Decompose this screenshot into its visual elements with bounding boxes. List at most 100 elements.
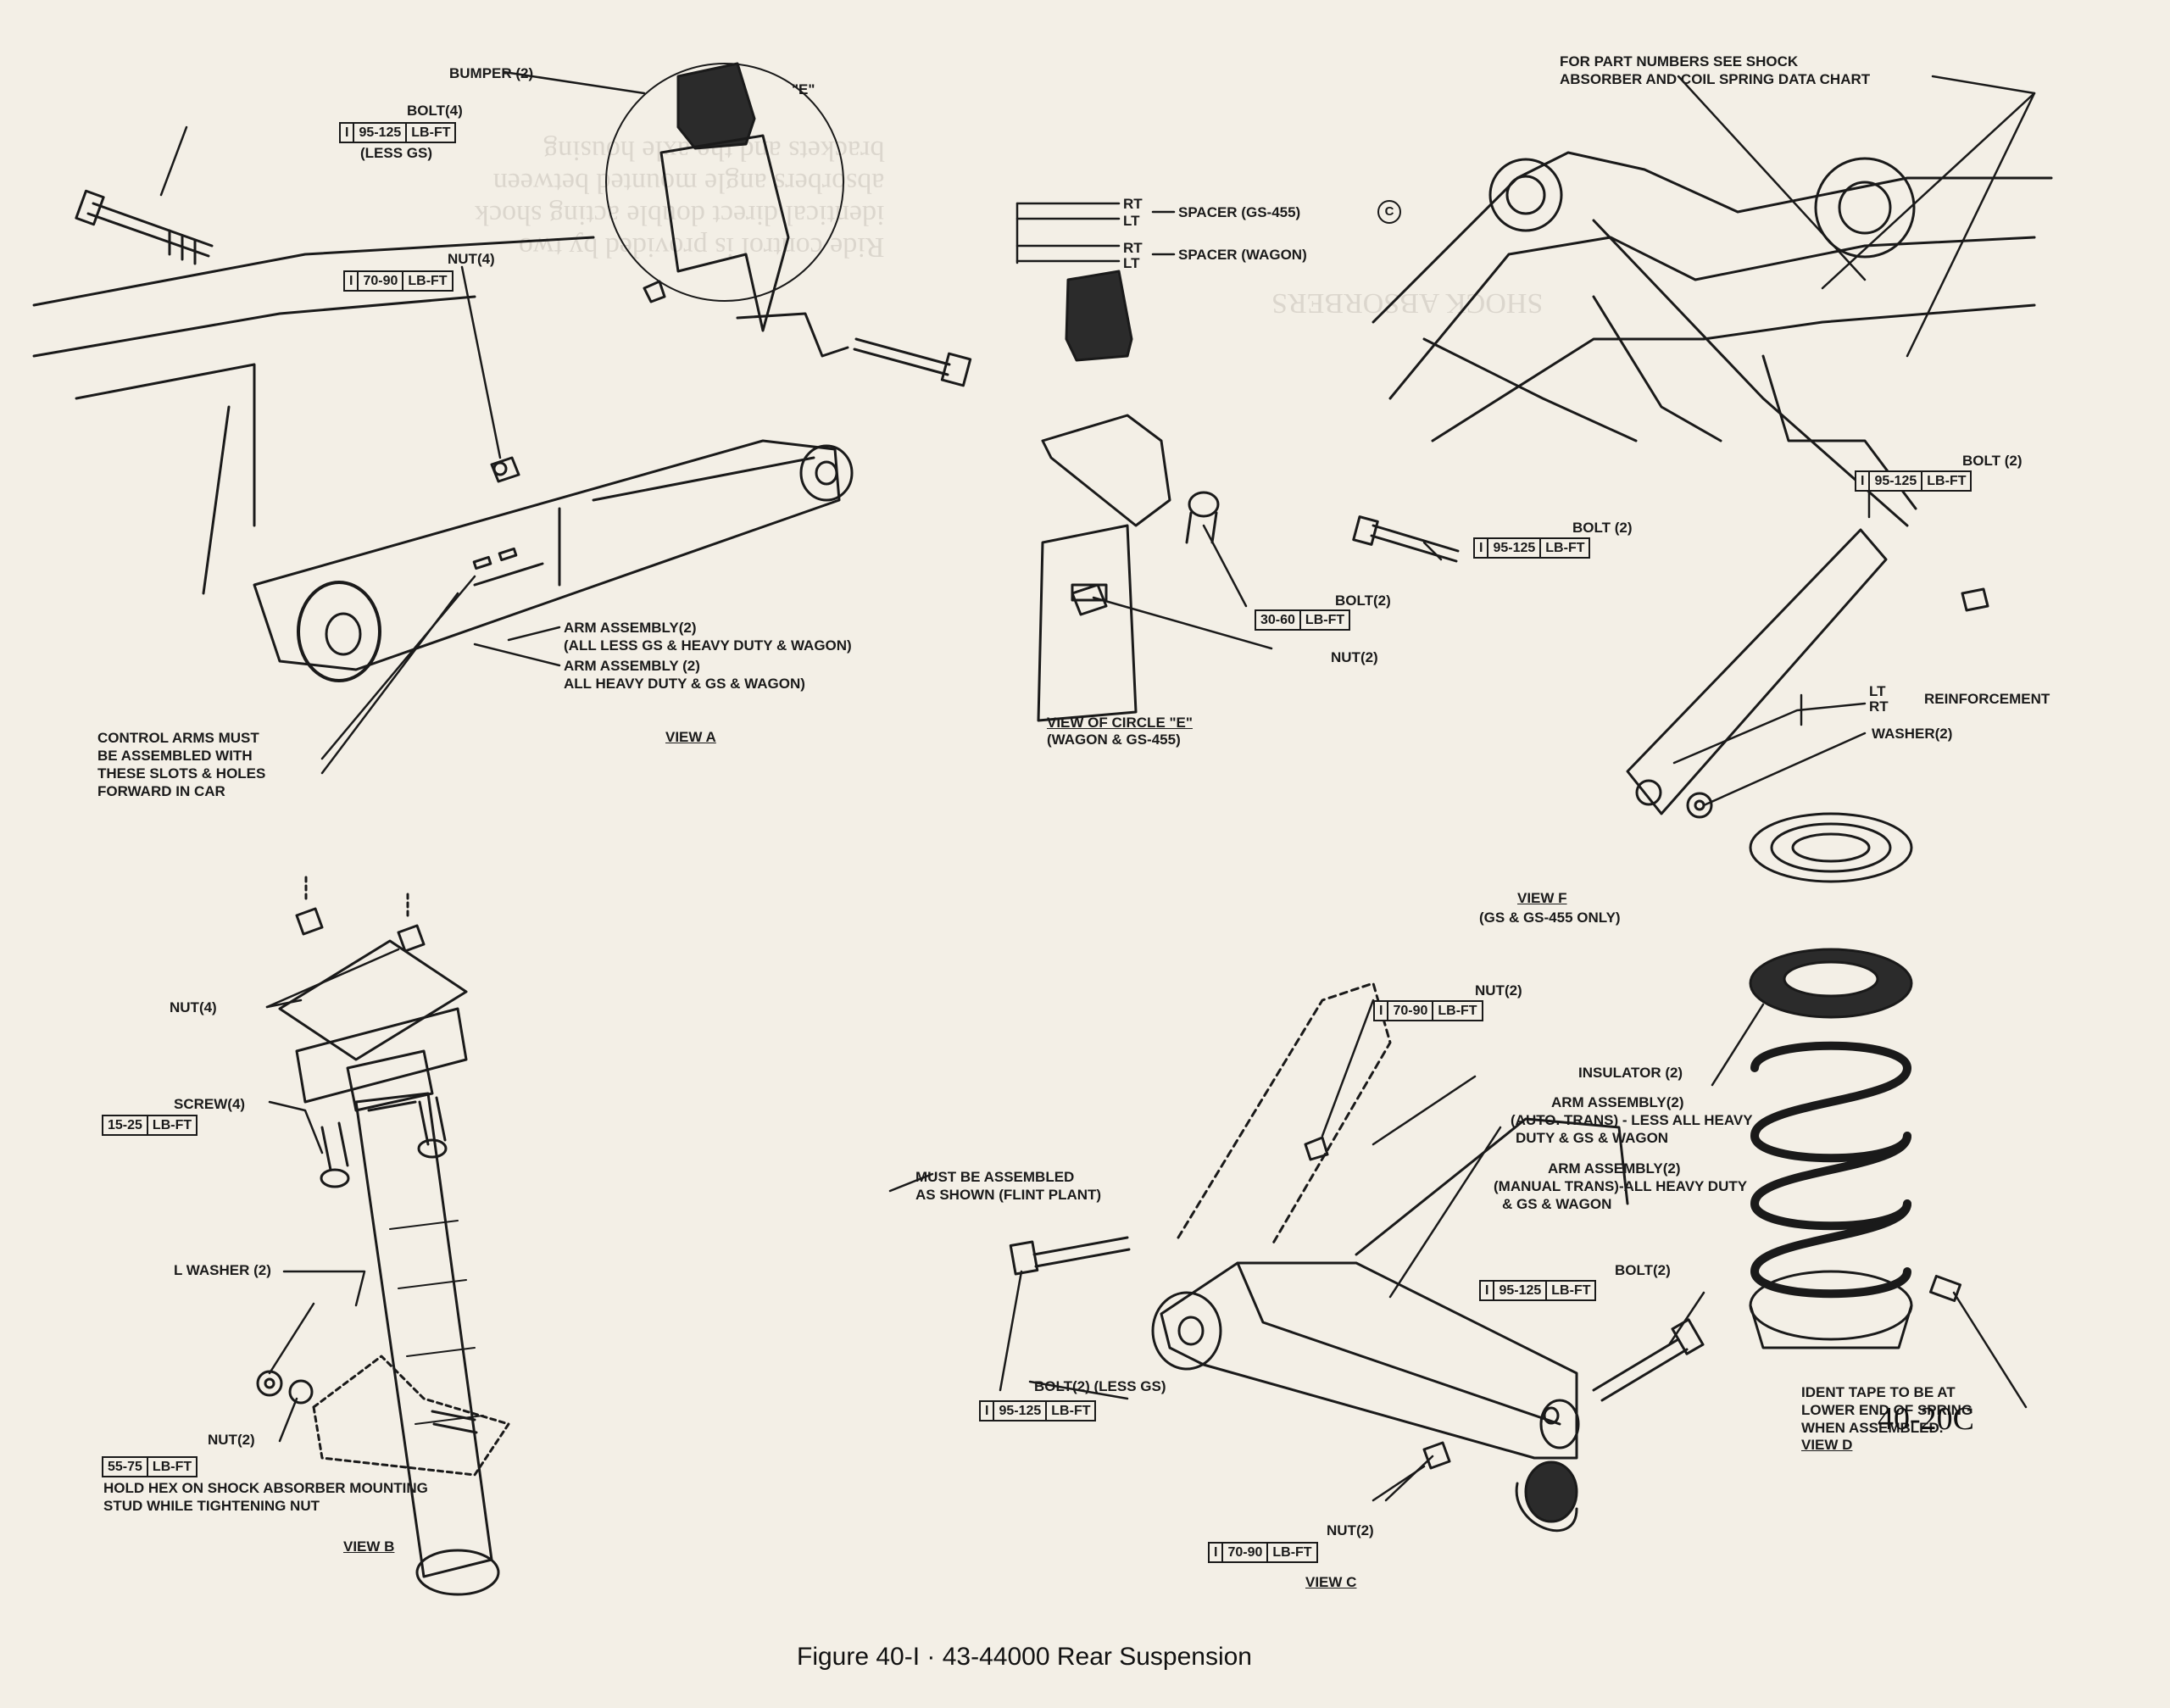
label-spacer-gs: SPACER (GS-455) — [1178, 204, 1301, 220]
label-line: ABSORBER AND COIL SPRING DATA CHART — [1560, 71, 1871, 87]
view-circle-e-title: VIEW OF CIRCLE "E" — [1047, 715, 1193, 731]
view-d-upper-spring-seat — [1749, 812, 1913, 883]
view-d-leaders — [1711, 1003, 2028, 1409]
torque-box-unit: LB-FT — [1266, 1542, 1318, 1563]
circle-e-bracket-line — [736, 312, 849, 358]
label-line: HOLD HEX ON SHOCK ABSORBER MOUNTING — [103, 1480, 428, 1496]
label-line: THESE SLOTS & HOLES — [97, 765, 266, 782]
label-bolt2-e: BOLT(2) — [1335, 593, 1391, 609]
view-a-bolt — [75, 189, 214, 265]
view-a-leaders — [159, 70, 646, 775]
torque-box-unit: LB-FT — [1539, 537, 1591, 559]
label-circle-e: "E" — [792, 81, 815, 97]
label-nut4-b: NUT(4) — [170, 999, 217, 1015]
view-f-washer-hole — [1694, 799, 1705, 811]
label-nut2-e: NUT(2) — [1331, 649, 1378, 665]
torque-box-unit: LB-FT — [402, 270, 453, 292]
label-hold-hex-note: HOLD HEX ON SHOCK ABSORBER MOUNTING STUD… — [103, 1479, 428, 1515]
label-line: LOWER END OF SPRING — [1801, 1402, 1973, 1418]
torque-box-value: 15-25 — [102, 1115, 148, 1136]
figure-caption: Figure 40-I · 43-44000 Rear Suspension — [797, 1643, 1252, 1671]
view-a-frame-rail — [32, 236, 595, 595]
page-number: 40-20C — [1878, 1401, 1974, 1437]
torque-box-value: 30-60 — [1255, 609, 1301, 631]
torque-box-unit: LB-FT — [146, 1115, 198, 1136]
circle-e-bolt — [1185, 491, 1220, 544]
view-c-axle-bushing — [1515, 1460, 1578, 1533]
chevrolet-c-icon: C — [1377, 200, 1401, 224]
view-f-title: VIEW F — [1517, 890, 1567, 906]
label-nut2-b: NUT(2) — [208, 1432, 255, 1448]
torque-box-value: 95-125 — [1487, 537, 1542, 559]
view-c-title: VIEW C — [1305, 1574, 1357, 1590]
label-nut4: NUT(4) — [448, 251, 495, 267]
label-line: BE ASSEMBLED WITH — [97, 748, 253, 764]
label-bumper: BUMPER (2) — [449, 65, 534, 81]
label-lt2: LT — [1123, 255, 1140, 271]
label-screw4: SCREW(4) — [174, 1096, 246, 1112]
circle-e-spacer-assembly — [1037, 270, 1171, 722]
torque-box-unit: LB-FT — [1921, 470, 1972, 492]
view-a-title: VIEW A — [665, 729, 716, 745]
label-line: (ALL LESS GS & HEAVY DUTY & WAGON) — [564, 637, 852, 654]
view-c-frame — [1177, 982, 1629, 1256]
view-a-bolt-2 — [853, 337, 972, 387]
label-line: (MANUAL TRANS)-ALL HEAVY DUTY — [1494, 1178, 1748, 1194]
label-lt3: LT — [1869, 683, 1886, 699]
torque-box-value: 70-90 — [1387, 1000, 1434, 1021]
label-bolt2-f2: BOLT (2) — [1572, 520, 1633, 536]
label-arm-c1: ARM ASSEMBLY(2) (AUTO. TRANS) - LESS ALL… — [1511, 1093, 1753, 1147]
view-f-axle-frame — [1372, 151, 2053, 527]
view-f-leaders — [1422, 75, 2036, 807]
torque-box-unit: LB-FT — [1299, 609, 1351, 631]
torque-box-value: 95-125 — [1868, 470, 1923, 492]
label-rt3: RT — [1869, 698, 1889, 715]
label-must-assembled: MUST BE ASSEMBLED AS SHOWN (FLINT PLANT) — [915, 1168, 1101, 1204]
view-f-washer — [1686, 792, 1713, 819]
label-line: ARM ASSEMBLY(2) — [1551, 1094, 1684, 1110]
view-f-bolt — [1352, 515, 1460, 563]
label-line: STUD WHILE TIGHTENING NUT — [103, 1498, 320, 1514]
label-line: (AUTO. TRANS) - LESS ALL HEAVY — [1511, 1112, 1753, 1128]
torque-box-value: 70-90 — [1221, 1542, 1269, 1563]
view-c-leaders — [888, 999, 1705, 1502]
torque-box-unit: LB-FT — [146, 1456, 198, 1477]
label-bolt2-f1: BOLT (2) — [1962, 453, 2023, 469]
view-d-title: VIEW D — [1801, 1437, 1853, 1453]
view-d-coil-spring — [1750, 1041, 1911, 1299]
view-a-upper-control-arm — [253, 439, 854, 682]
view-a-nut-hole — [492, 461, 508, 476]
torque-box-lead: I — [339, 122, 355, 143]
view-b-upper-bracket — [278, 876, 468, 1104]
torque-box-unit: LB-FT — [1045, 1400, 1097, 1421]
circle-e-callout — [605, 63, 844, 302]
label-line: AS SHOWN (FLINT PLANT) — [915, 1187, 1102, 1203]
label-bolt2-c2: BOLT(2) (LESS GS) — [1034, 1378, 1166, 1394]
torque-box-unit: LB-FT — [1432, 1000, 1483, 1021]
label-line: FOR PART NUMBERS SEE SHOCK — [1560, 53, 1799, 70]
label-line: ARM ASSEMBLY(2) — [564, 620, 697, 636]
view-a-nut-top — [643, 280, 666, 303]
label-line: CONTROL ARMS MUST — [97, 730, 259, 746]
view-a-nut — [490, 456, 520, 483]
torque-box-unit: LB-FT — [1545, 1280, 1597, 1301]
label-arm-a2: ARM ASSEMBLY (2) ALL HEAVY DUTY & GS & W… — [564, 657, 805, 693]
label-line: & GS & WAGON — [1502, 1196, 1612, 1212]
torque-box-unit: LB-FT — [405, 122, 457, 143]
torque-box-value: 95-125 — [353, 122, 408, 143]
label-part-numbers-note: FOR PART NUMBERS SEE SHOCK ABSORBER AND … — [1560, 53, 1870, 88]
label-control-arms-note: CONTROL ARMS MUST BE ASSEMBLED WITH THES… — [97, 729, 265, 800]
view-d-insulator — [1749, 948, 1913, 1019]
label-ident-tape: IDENT TAPE TO BE AT LOWER END OF SPRING … — [1801, 1383, 1972, 1437]
label-line: MUST BE ASSEMBLED — [915, 1169, 1075, 1185]
spacer-brace — [1015, 202, 1273, 650]
label-rt1: RT — [1123, 196, 1143, 212]
